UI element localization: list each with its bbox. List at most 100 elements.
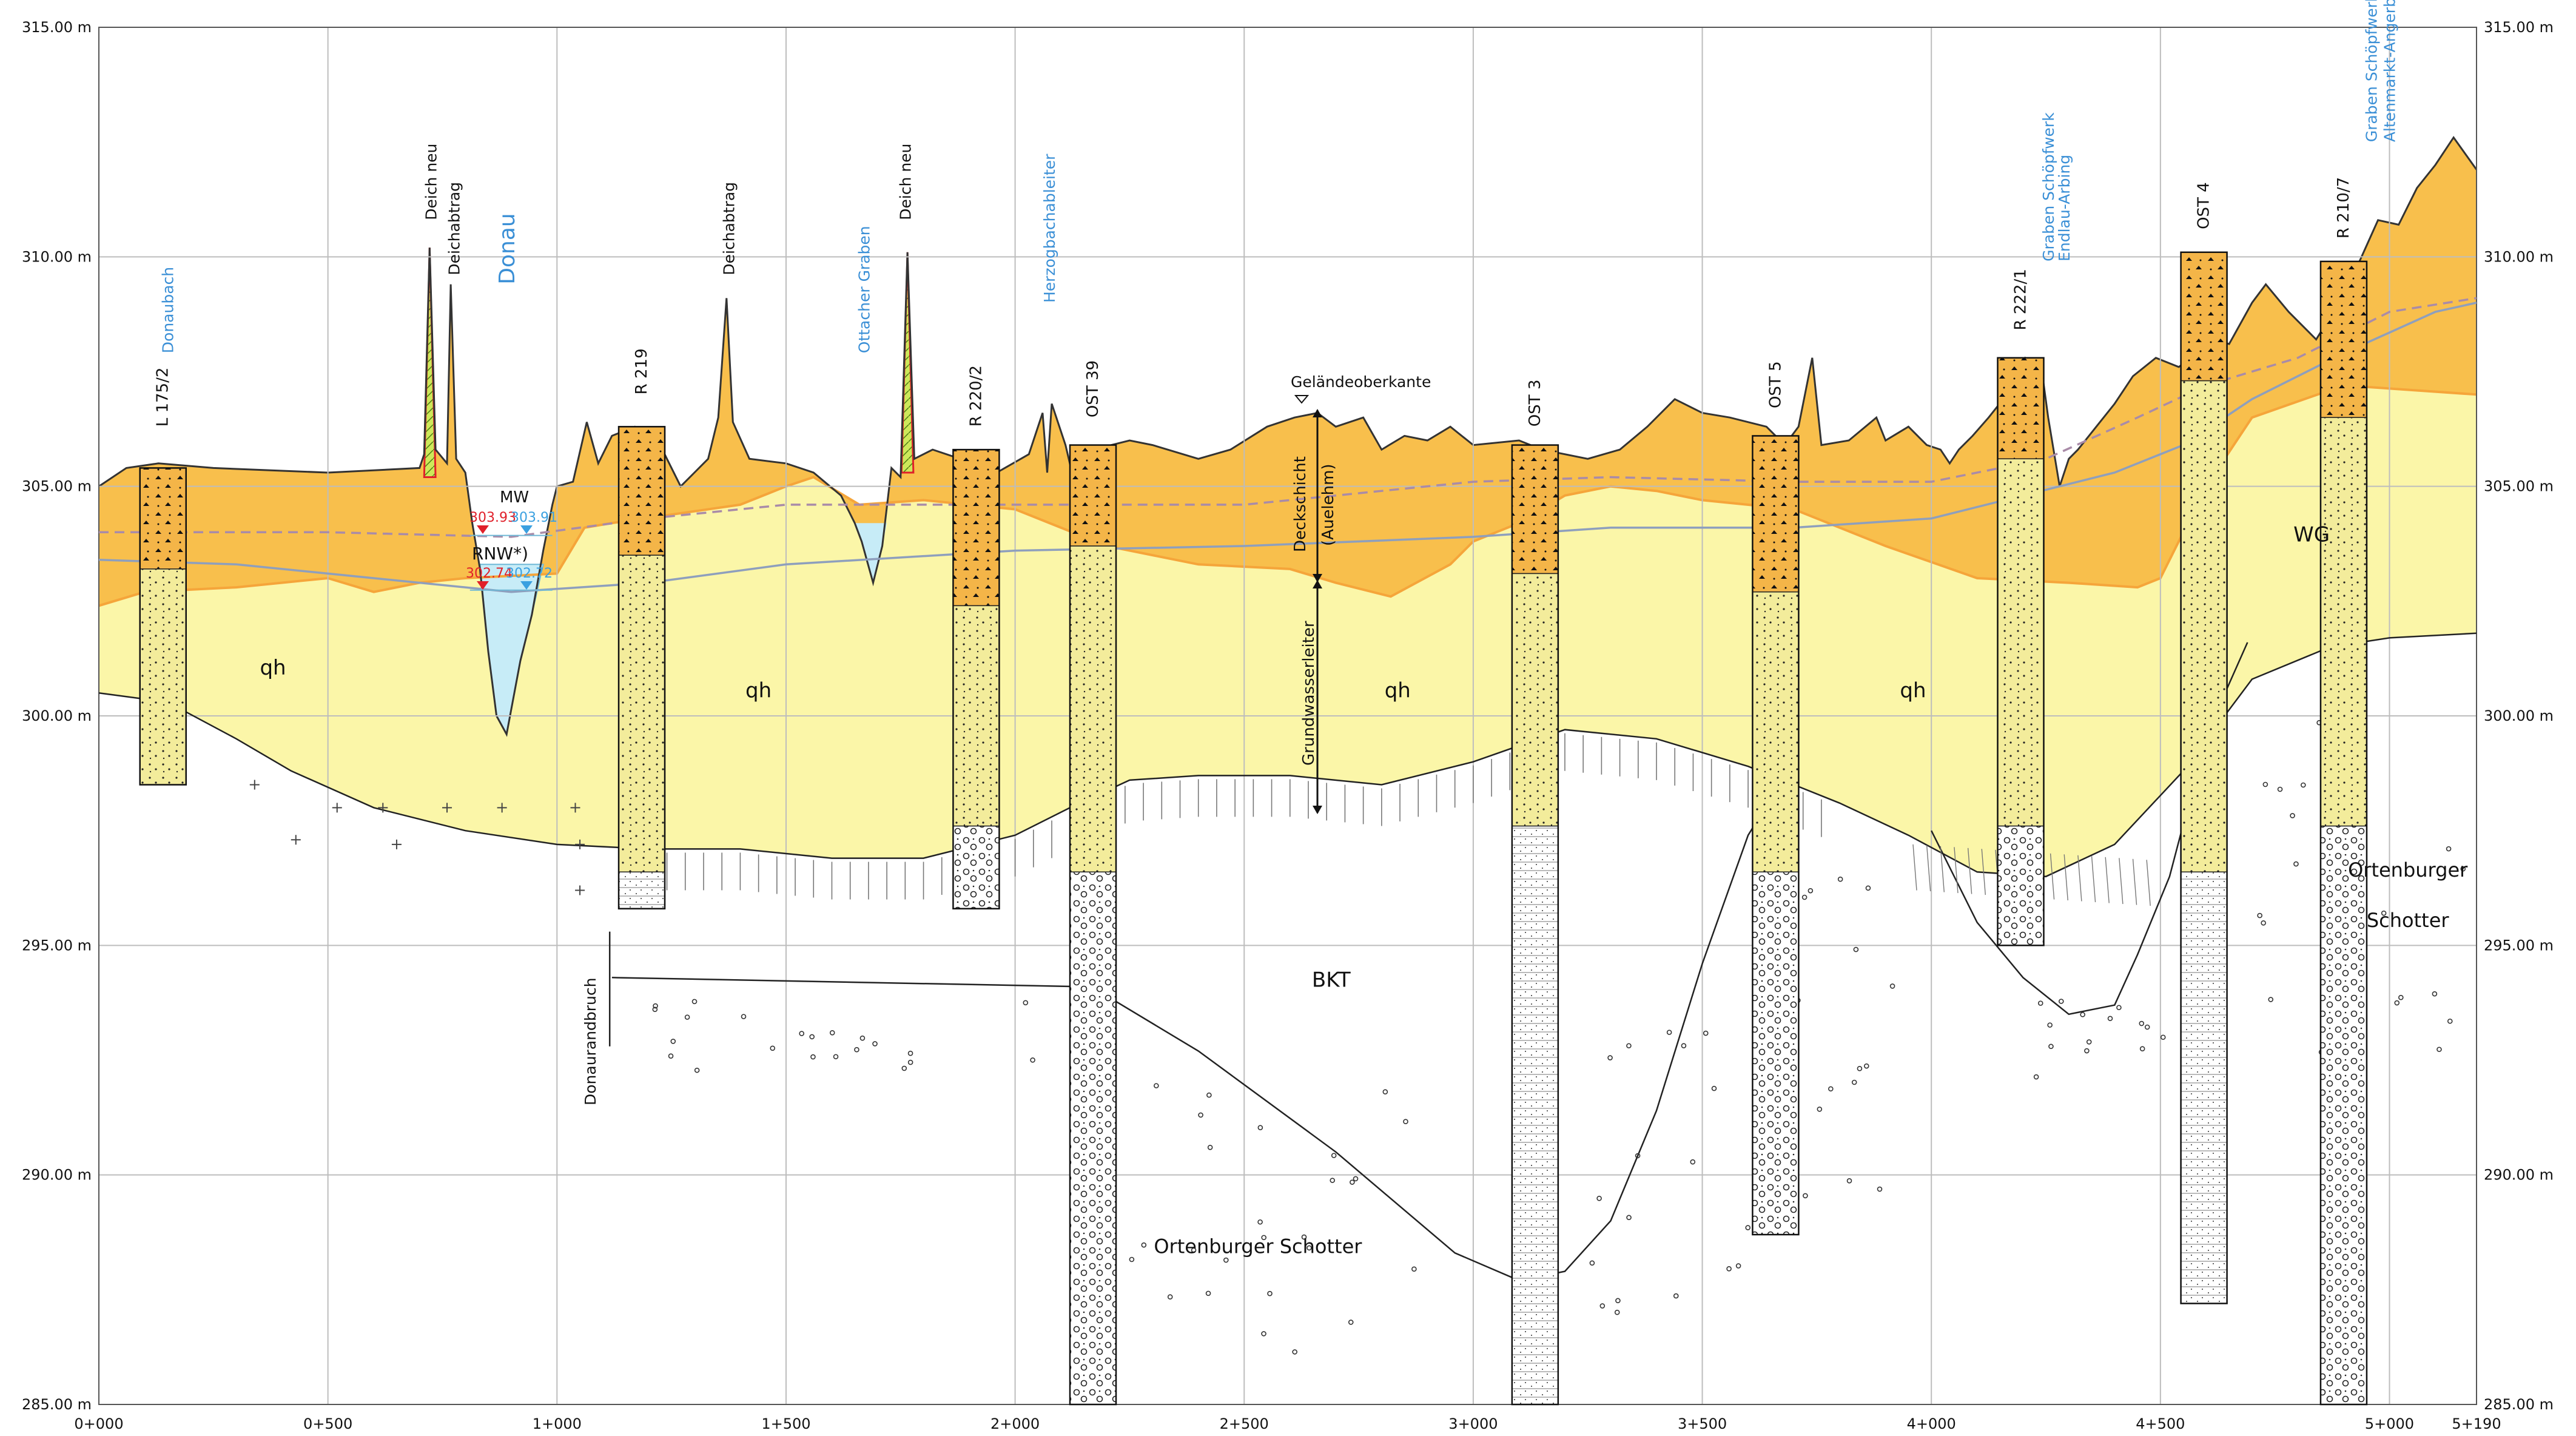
gravel-symbol: [1851, 1079, 1857, 1085]
borehole-outline: [1511, 444, 1559, 1406]
gravel-symbol: [901, 1065, 907, 1071]
elev-label-right: 315.00 m: [2484, 19, 2554, 36]
borehole-segment: [1752, 435, 1800, 593]
borehole-outline: [952, 448, 1000, 910]
borehole-label: R 220/2: [967, 365, 985, 426]
gravel-symbol: [1803, 1193, 1808, 1199]
gravel-symbol: [859, 1035, 866, 1041]
plus-symbol: [249, 780, 260, 790]
gravel-symbol: [1703, 1030, 1709, 1036]
station-label: 1+000: [533, 1415, 582, 1432]
gravel-symbol: [1261, 1331, 1266, 1337]
gravel-symbol: [1596, 1195, 1602, 1201]
plus-symbol: [442, 803, 452, 813]
plus-symbol: [391, 839, 402, 849]
grid: [98, 27, 2477, 1405]
borehole-segment: [1069, 444, 1117, 547]
borehole-segment: [2320, 261, 2367, 418]
borehole-ost-4: OST 4: [2180, 182, 2228, 1304]
contact-tick-b: [2091, 856, 2096, 903]
borehole-segment: [2180, 252, 2228, 382]
borehole-segment: [1997, 458, 2045, 827]
mw-blue-value: 303.91: [511, 510, 557, 525]
gravel-symbol: [1889, 983, 1895, 989]
borehole-segment: [139, 568, 187, 786]
gravel-symbol: [1607, 1055, 1613, 1060]
station-label: 2+000: [990, 1415, 1040, 1432]
aquifer-qh: [99, 385, 2477, 877]
unit-label: qh: [745, 679, 772, 703]
bkt-top-line: [611, 977, 1084, 988]
borehole-label: OST 3: [1526, 380, 1544, 427]
feature-label: Ottacher Graben: [855, 226, 873, 353]
rnw-blue-marker: [520, 581, 533, 590]
gravel-symbol: [2398, 994, 2404, 1000]
contact-tick-b: [1954, 847, 1959, 894]
gravel-symbol: [1353, 1176, 1359, 1182]
station-label: 3+500: [1678, 1415, 1727, 1432]
grundwasserleiter-label: Grundwasserleiter: [1300, 621, 1318, 766]
gravel-symbol: [2047, 1022, 2053, 1028]
rnw-red-value: 302.74: [466, 566, 513, 581]
gravel-symbol: [2048, 1043, 2054, 1050]
contact-tick-b: [2132, 858, 2137, 905]
gravel-symbol: [2139, 1046, 2145, 1052]
gravel-symbol: [2460, 866, 2466, 872]
feature-label: Donau: [495, 213, 520, 284]
gravel-symbol: [2290, 813, 2295, 818]
gravel-symbol: [1292, 1349, 1297, 1355]
gravel-symbol: [1857, 1066, 1863, 1071]
gravel-symbol: [1301, 1234, 1307, 1240]
contact-tick-b: [2077, 855, 2082, 902]
borehole-segment: [1069, 545, 1117, 873]
rnw-red-marker: [477, 581, 489, 590]
gravel-symbol: [1877, 1186, 1883, 1192]
gravel-symbol: [2394, 1000, 2400, 1006]
borehole-segment: [952, 449, 1000, 607]
station-label: 3+000: [1448, 1415, 1498, 1432]
gravel-symbol: [1599, 1303, 1606, 1309]
gravel-symbol: [1863, 1063, 1869, 1069]
borehole-label: OST 39: [1084, 360, 1102, 417]
groundwater-mw: [99, 297, 2477, 538]
borehole-ost-3: OST 3: [1511, 380, 1559, 1406]
gravel-symbol: [1206, 1092, 1212, 1098]
gravel-symbol: [1666, 1030, 1672, 1035]
unit-label: qh: [1385, 679, 1411, 703]
gravel-symbol: [2301, 782, 2306, 788]
unit-label: qh: [260, 656, 286, 680]
station-label: 4+500: [2136, 1415, 2185, 1432]
gravel-symbol: [1673, 1293, 1679, 1299]
borehole-outline: [139, 467, 187, 786]
gravel-symbol: [1306, 1245, 1312, 1251]
gravel-symbol: [1223, 1257, 1229, 1263]
gravel-symbol: [1745, 1225, 1751, 1230]
feature-label: Graben Schöpfwerk: [2040, 112, 2057, 261]
borehole-outline: [2319, 260, 2368, 1406]
gravel-symbol: [1808, 888, 1814, 894]
elev-label-right: 285.00 m: [2484, 1396, 2554, 1413]
borehole-l-175-2: L 175/2: [139, 368, 187, 786]
gravel-symbol: [1167, 1294, 1173, 1299]
borehole-ost-39: OST 39: [1069, 360, 1117, 1406]
gravel-symbol: [907, 1050, 913, 1056]
gravel-symbol: [1865, 885, 1871, 891]
mw-blue-marker: [520, 525, 533, 534]
borehole-segment: [1512, 825, 1559, 1405]
borehole-segment: [2180, 380, 2228, 873]
elev-label-right: 305.00 m: [2484, 478, 2554, 495]
gravel-symbol: [1711, 1085, 1717, 1091]
unit-label: Schotter: [2367, 909, 2450, 932]
station-label: 4+000: [1907, 1415, 1956, 1432]
gravel-symbol: [1626, 1215, 1632, 1221]
gravel-symbol: [809, 1034, 815, 1040]
bkt-base-line: [1083, 761, 1795, 1282]
gravel-symbol: [2107, 1016, 2113, 1022]
gravel-symbol: [2033, 1074, 2039, 1080]
elev-label-right: 290.00 m: [2484, 1167, 2554, 1184]
feature-label: Herzogbachableiter: [1041, 153, 1058, 303]
plus-symbol: [497, 803, 507, 813]
contact-tick-b: [2119, 858, 2124, 905]
gravel-symbol: [1331, 1153, 1337, 1158]
geological-boundaries: [99, 632, 2477, 1282]
